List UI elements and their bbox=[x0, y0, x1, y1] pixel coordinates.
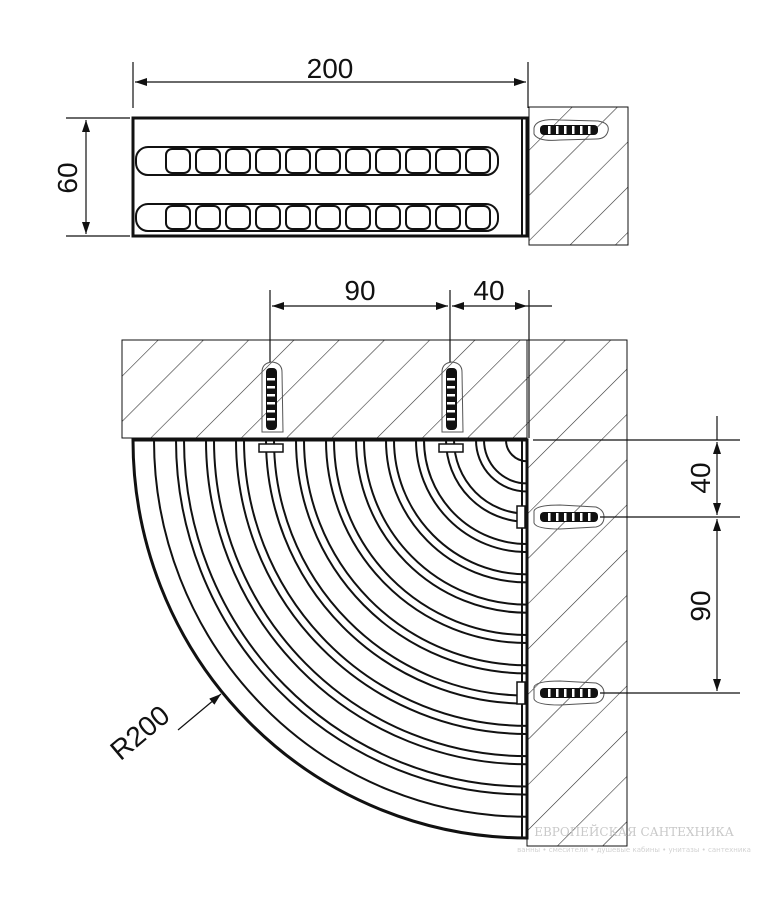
watermark-subtitle: ванны • смесители • душевые кабины • уни… bbox=[517, 846, 751, 854]
shelf-rod-arc bbox=[243, 440, 527, 727]
shelf-rod-arc bbox=[475, 440, 527, 493]
side-rod-cell bbox=[405, 148, 431, 174]
side-rod-cell bbox=[165, 148, 191, 174]
side-shelf-outline bbox=[131, 116, 529, 238]
shelf-rod-arc bbox=[183, 440, 527, 788]
side-rod-cell bbox=[255, 148, 281, 174]
shelf-rod-arc bbox=[355, 440, 527, 614]
side-rod-cell bbox=[345, 148, 371, 174]
shelf-rod-arc bbox=[265, 440, 527, 705]
shelf-rod-arc bbox=[325, 440, 527, 645]
side-rod-cell bbox=[465, 205, 491, 230]
side-rod-cell bbox=[255, 205, 281, 230]
side-rod-cell bbox=[435, 205, 461, 230]
shelf-rod-arc bbox=[205, 440, 527, 766]
shelf-rod-arc bbox=[235, 440, 527, 735]
shelf-rod-arc bbox=[385, 440, 527, 584]
dim-label-height: 60 bbox=[52, 162, 83, 193]
side-rod-cell bbox=[375, 205, 401, 230]
side-rod-cell bbox=[375, 148, 401, 174]
dim-label-right-offset: 40 bbox=[685, 462, 716, 493]
corner-wall-section bbox=[121, 339, 628, 847]
shelf-outline bbox=[131, 438, 529, 840]
shelf-rod-arc bbox=[393, 440, 527, 576]
dim-label-width: 200 bbox=[307, 53, 354, 84]
top-view: 90 40 40 90 R200 ЕВРОПЕЙСКАЯ САНТЕХНИКА … bbox=[104, 275, 751, 854]
side-rod-cell bbox=[285, 205, 311, 230]
dim-label-right-spacing: 90 bbox=[685, 590, 716, 621]
side-rod-cell bbox=[165, 205, 191, 230]
shelf-rod-arc bbox=[505, 440, 527, 463]
shelf-rod-arc bbox=[363, 440, 527, 606]
side-rod-cell bbox=[195, 205, 221, 230]
dim-label-top-offset: 40 bbox=[473, 275, 504, 306]
radius-leader bbox=[177, 693, 222, 731]
shelf-rod-arc bbox=[423, 440, 527, 546]
side-rod-row-1 bbox=[135, 146, 499, 176]
side-rod-cell bbox=[225, 205, 251, 230]
shelf-rod-arc bbox=[483, 440, 527, 485]
top-screw-right-icon bbox=[438, 361, 464, 453]
shelf-rod-arcs bbox=[153, 440, 527, 818]
side-rod-cell bbox=[285, 148, 311, 174]
side-rod-row-2 bbox=[135, 203, 499, 232]
shelf-rod-arc bbox=[153, 440, 527, 818]
shelf-rod-arc bbox=[453, 440, 527, 515]
dim-label-top-spacing: 90 bbox=[344, 275, 375, 306]
shelf-rod-arc bbox=[415, 440, 527, 554]
side-view: 200 60 bbox=[52, 53, 629, 246]
shelf-rod-arc bbox=[445, 440, 527, 523]
dim-label-radius: R200 bbox=[104, 699, 175, 766]
side-rod-cell bbox=[435, 148, 461, 174]
shelf-rod-arc bbox=[175, 440, 527, 796]
watermark-title: ЕВРОПЕЙСКАЯ САНТЕХНИКА bbox=[534, 823, 734, 839]
side-rod-cell bbox=[225, 148, 251, 174]
shelf-rod-arc bbox=[303, 440, 527, 667]
shelf-rod-arc bbox=[295, 440, 527, 675]
shelf-rod-arc bbox=[273, 440, 527, 697]
side-rod-cell bbox=[195, 148, 221, 174]
side-rod-cell bbox=[315, 148, 341, 174]
shelf-rod-arc bbox=[333, 440, 527, 636]
side-rod-cell bbox=[405, 205, 431, 230]
side-rod-rows bbox=[135, 146, 499, 232]
side-rod-cell bbox=[345, 205, 371, 230]
right-screw-lower-icon bbox=[516, 680, 605, 706]
shelf-rod-arc bbox=[213, 440, 527, 758]
side-screw-icon bbox=[533, 119, 609, 141]
side-rod-cell bbox=[315, 205, 341, 230]
side-rod-cell bbox=[465, 148, 491, 174]
top-screw-left-icon bbox=[258, 361, 284, 453]
